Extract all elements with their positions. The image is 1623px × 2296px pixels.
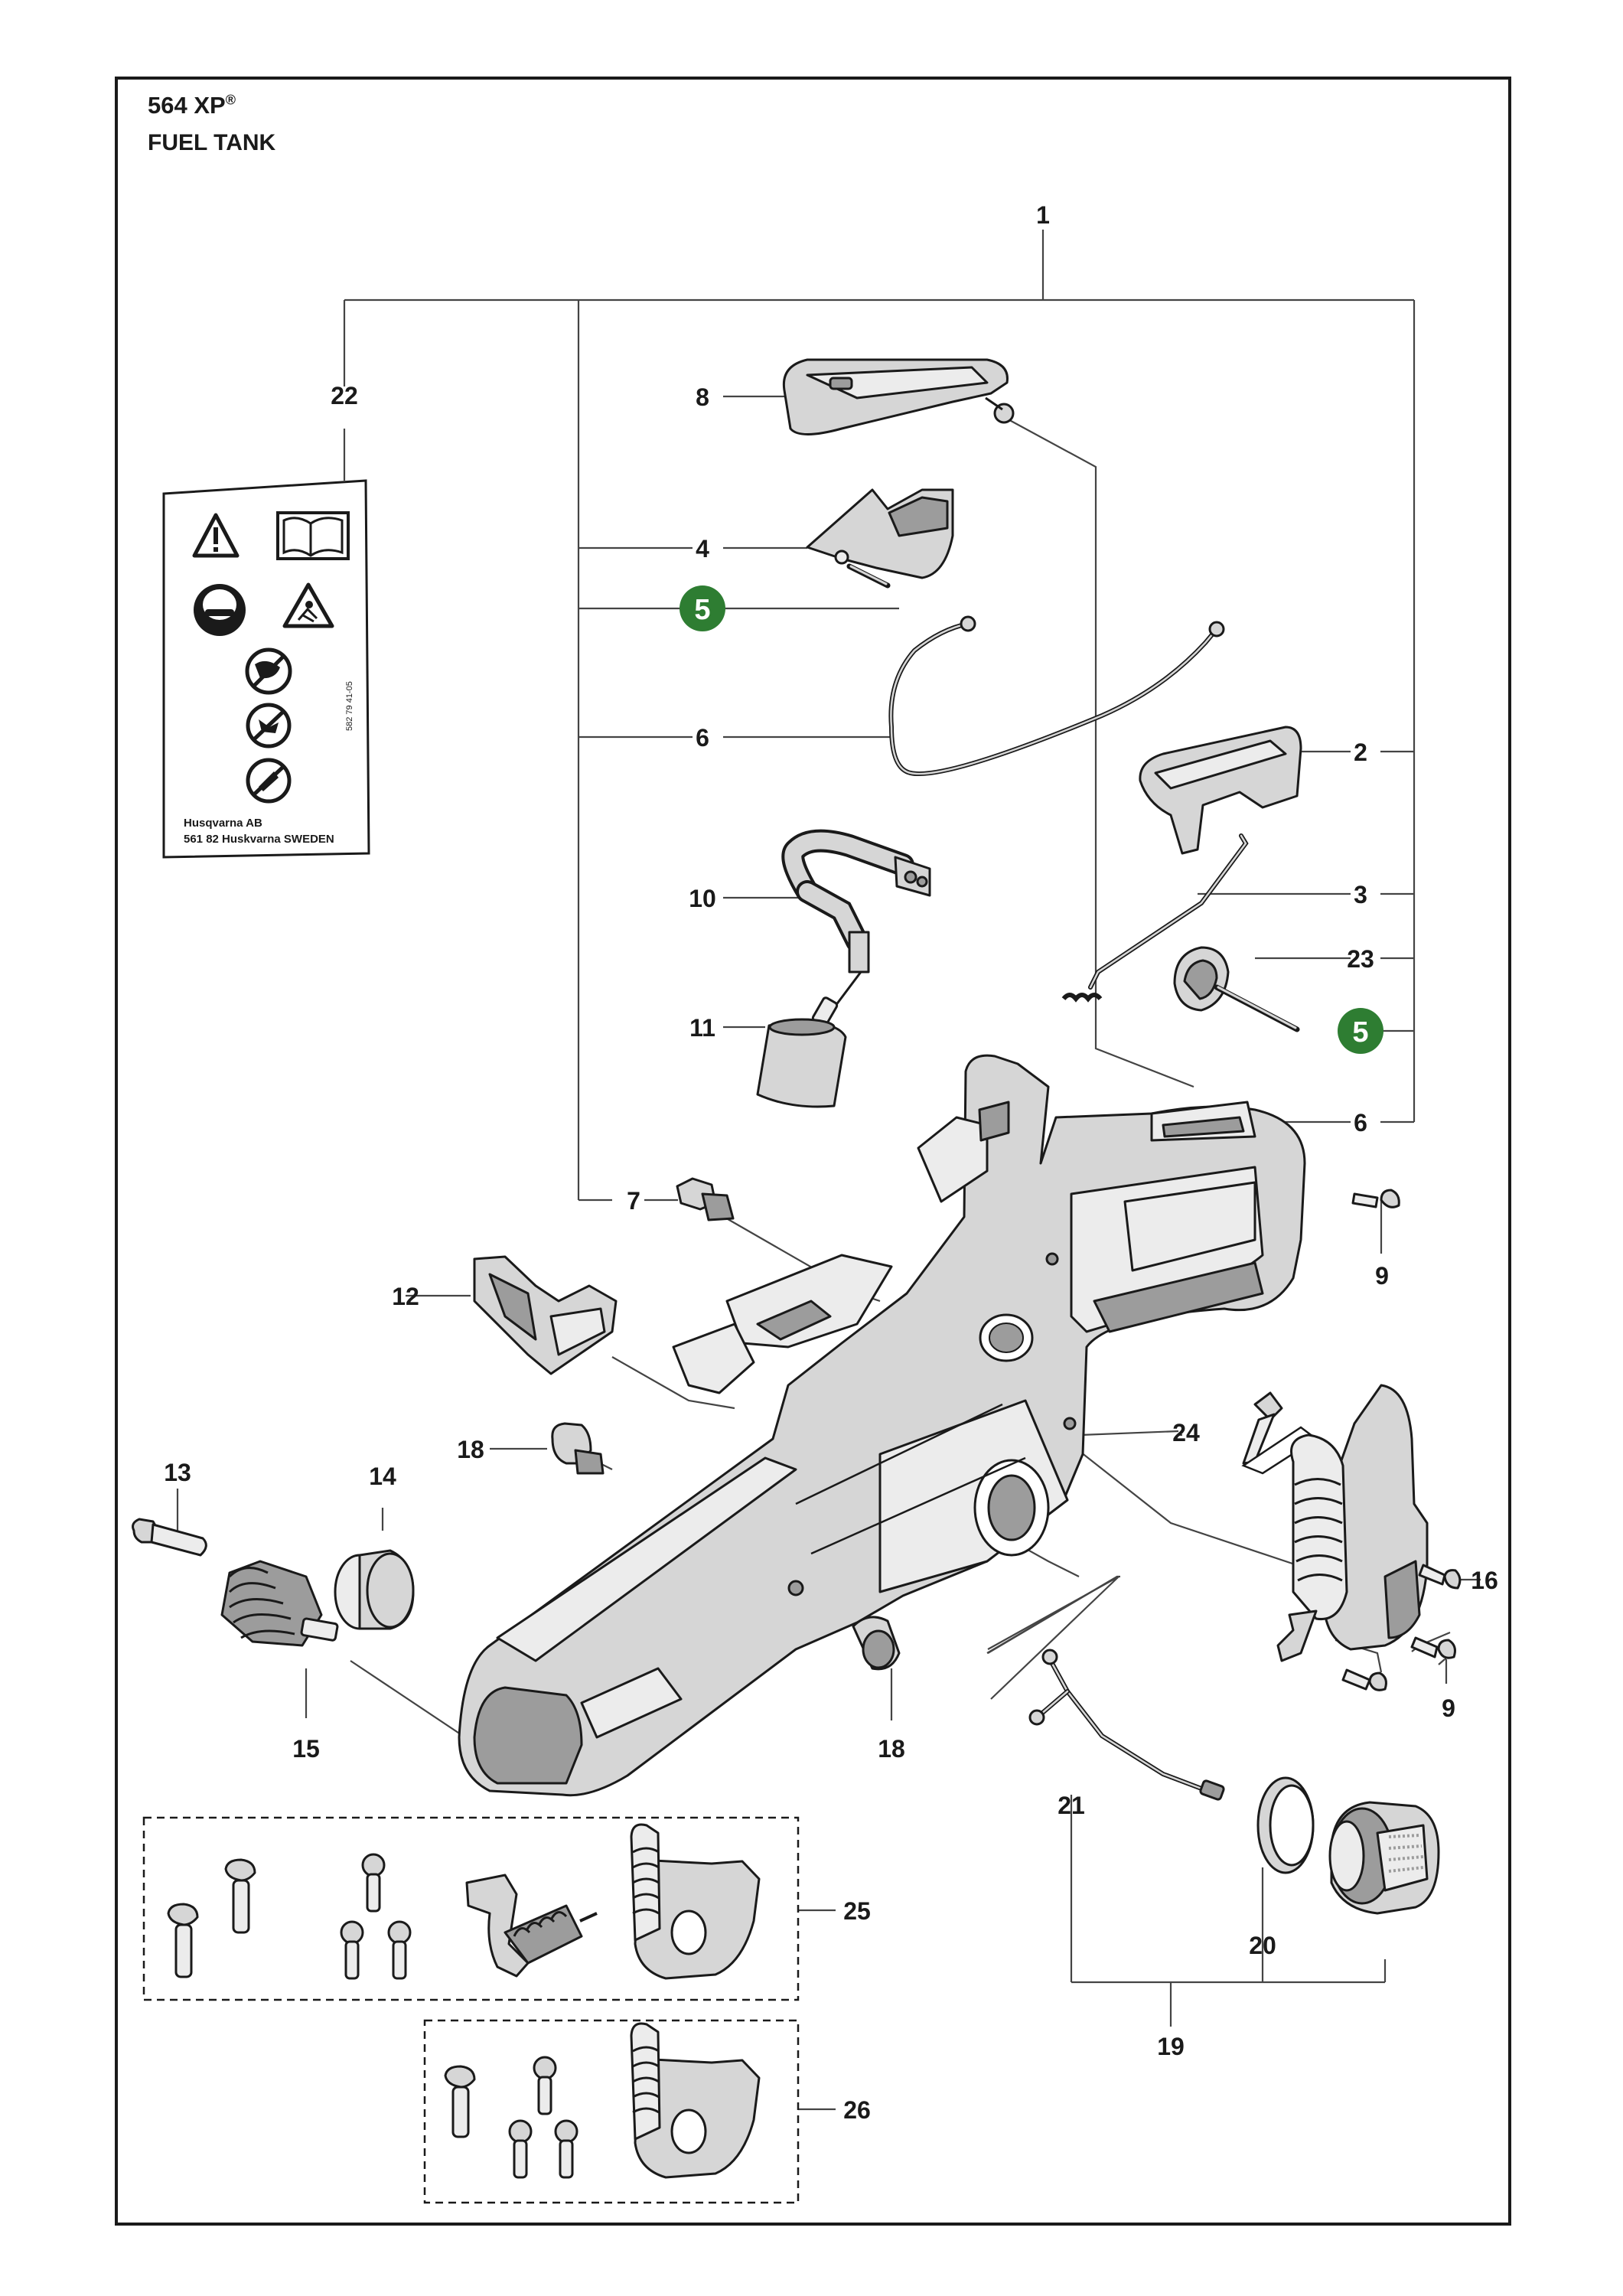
callout-1: 1 [1036,201,1050,229]
no-one-hand-icon [246,703,292,748]
badge-5-left: 5 [680,585,725,631]
screw-9-mid-part [1418,1564,1462,1590]
callout-18-upper: 18 [457,1436,484,1463]
side-cover-part [473,1255,618,1375]
kit-26-screw-1 [444,2065,476,2138]
screw-9-upper-part [1351,1189,1400,1208]
svg-text:5: 5 [1352,1016,1368,1049]
callout-20: 20 [1249,1932,1276,1959]
callout-19: 19 [1157,2033,1185,2060]
throttle-cable-part [888,615,1225,777]
throttle-rod-part [1061,833,1249,1003]
head-protection-icon [194,584,246,636]
two-hand-use-icon [245,647,292,695]
kit-26-rear-bracket [630,2022,761,2179]
callout-23: 23 [1347,945,1374,973]
label-part-code: 582 79 41-05 [345,681,354,731]
kit-25-av-spring [465,1874,598,1978]
grommet-upper-part [551,1422,605,1475]
callout-2: 2 [1354,739,1367,766]
callout-25: 25 [843,1897,871,1925]
callout-26: 26 [843,2096,871,2124]
safety-label-decal: 582 79 41-05 Husqvarna AB 561 82 Huskvar… [162,479,370,859]
kit-25-screw-1 [167,1903,199,1978]
callout-15: 15 [292,1735,320,1763]
warning-triangle-icon [192,513,240,558]
label-address: 561 82 Huskvarna SWEDEN [184,833,334,846]
callout-18-lower: 18 [878,1735,905,1763]
callout-24: 24 [1172,1419,1200,1446]
label-company: Husqvarna AB [184,817,262,830]
callout-9-lower: 9 [1442,1694,1455,1722]
callout-7: 7 [627,1187,640,1215]
valve-knob-part [1173,946,1300,1032]
kit-25-rear-bracket [630,1823,761,1980]
fuel-cap-part [1328,1801,1440,1915]
callout-10: 10 [689,885,716,912]
handle-cover-part [1139,726,1302,855]
fuel-pickup-part [1028,1649,1225,1801]
callout-labels: 1 22 8 4 6 2 3 10 23 11 6 7 9 12 24 18 1… [164,201,1498,2124]
throttle-lockout-part [806,488,954,589]
section-title: FUEL TANK [148,130,276,155]
no-tip-contact-icon [246,758,292,804]
kit-26-screw-4 [554,2119,578,2179]
kit-25-screw-2 [224,1858,256,1934]
callout-9-upper: 9 [1375,1262,1389,1290]
sealing-ring-part [1256,1776,1315,1874]
screw-9-bottom-part [1341,1668,1387,1691]
assembly-bracket-1 [343,230,1416,1202]
callout-6-right: 6 [1354,1109,1367,1137]
screw-13-part [132,1518,207,1557]
kit-25-box [142,1816,800,2001]
badge-5-right: 5 [1338,1008,1383,1054]
kit-25-screw-5 [387,1920,412,1980]
callout-12: 12 [392,1283,419,1310]
callout-21: 21 [1058,1792,1085,1819]
callout-22: 22 [331,382,358,409]
kit-25-screw-3 [361,1853,386,1913]
rear-av-bracket-part [1241,1384,1429,1662]
callout-14: 14 [369,1463,396,1490]
callout-8: 8 [696,383,709,411]
page-title: 564 XP® [148,92,236,119]
rubber-buffer-part [334,1549,415,1630]
throttle-trigger-part [782,358,1015,435]
fuel-hose-part [781,829,931,974]
grommet-lower-part [852,1616,901,1671]
screw-9-lower-part [1410,1636,1456,1659]
av-spring-part [220,1560,339,1647]
callout-3: 3 [1354,881,1367,908]
fuel-tank-body-part [458,1054,1306,1797]
manual-book-icon [276,511,350,560]
callout-13: 13 [164,1459,191,1486]
diagram-frame [115,77,1511,2226]
kit-26-box [423,2019,800,2204]
fuel-nipple-part [676,1177,735,1221]
kickback-warning-icon [282,582,334,628]
fuel-filter-part [756,971,862,1108]
screw-24-part [1242,1391,1283,1465]
callout-4: 4 [696,535,709,563]
kit-26-screw-2 [533,2056,557,2115]
kit-26-screw-3 [508,2119,533,2179]
callout-6-top: 6 [696,724,709,752]
callout-11: 11 [689,1014,715,1042]
callout-16: 16 [1471,1567,1498,1594]
svg-text:5: 5 [694,594,710,626]
kit-25-screw-4 [340,1920,364,1980]
